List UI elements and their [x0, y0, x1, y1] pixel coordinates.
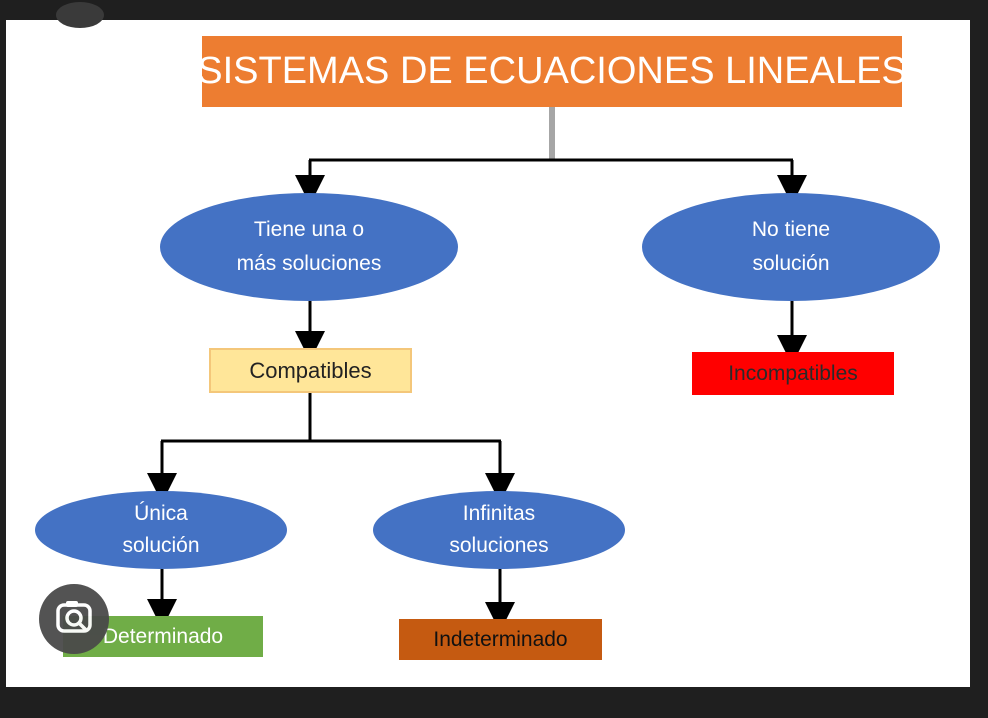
node-unique-solution: Única solución	[35, 491, 287, 569]
box-compatibles: Compatibles	[209, 348, 412, 393]
node-no-solution-line2: solución	[752, 252, 830, 275]
lens-search-icon	[56, 601, 92, 633]
determinado-text: Determinado	[102, 624, 224, 648]
node-no-solution: No tiene solución	[642, 193, 940, 301]
title-text: SISTEMAS DE ECUACIONES LINEALES	[197, 50, 907, 92]
node-has-solution-line2: más soluciones	[236, 252, 382, 275]
box-incompatibles: Incompatibles	[692, 352, 894, 395]
compatibles-text: Compatibles	[249, 357, 372, 383]
node-infinite-line2: soluciones	[449, 534, 549, 557]
node-no-solution-line1: No tiene	[751, 218, 831, 241]
lens-search-button[interactable]	[39, 584, 109, 654]
node-infinite-solutions: Infinitas soluciones	[373, 491, 625, 569]
box-indeterminado: Indeterminado	[399, 619, 602, 660]
node-has-solution: Tiene una o más soluciones	[160, 193, 458, 301]
node-has-solution-line1: Tiene una o	[253, 218, 365, 241]
node-unique-line2: solución	[122, 534, 200, 557]
node-infinite-line1: Infinitas	[462, 502, 536, 525]
title-box: SISTEMAS DE ECUACIONES LINEALES	[197, 36, 907, 107]
incompatibles-text: Incompatibles	[728, 361, 858, 385]
top-overlay-shape	[56, 2, 104, 28]
indeterminado-text: Indeterminado	[433, 627, 568, 651]
node-unique-line1: Única	[134, 502, 188, 525]
connector-lines	[147, 107, 807, 632]
